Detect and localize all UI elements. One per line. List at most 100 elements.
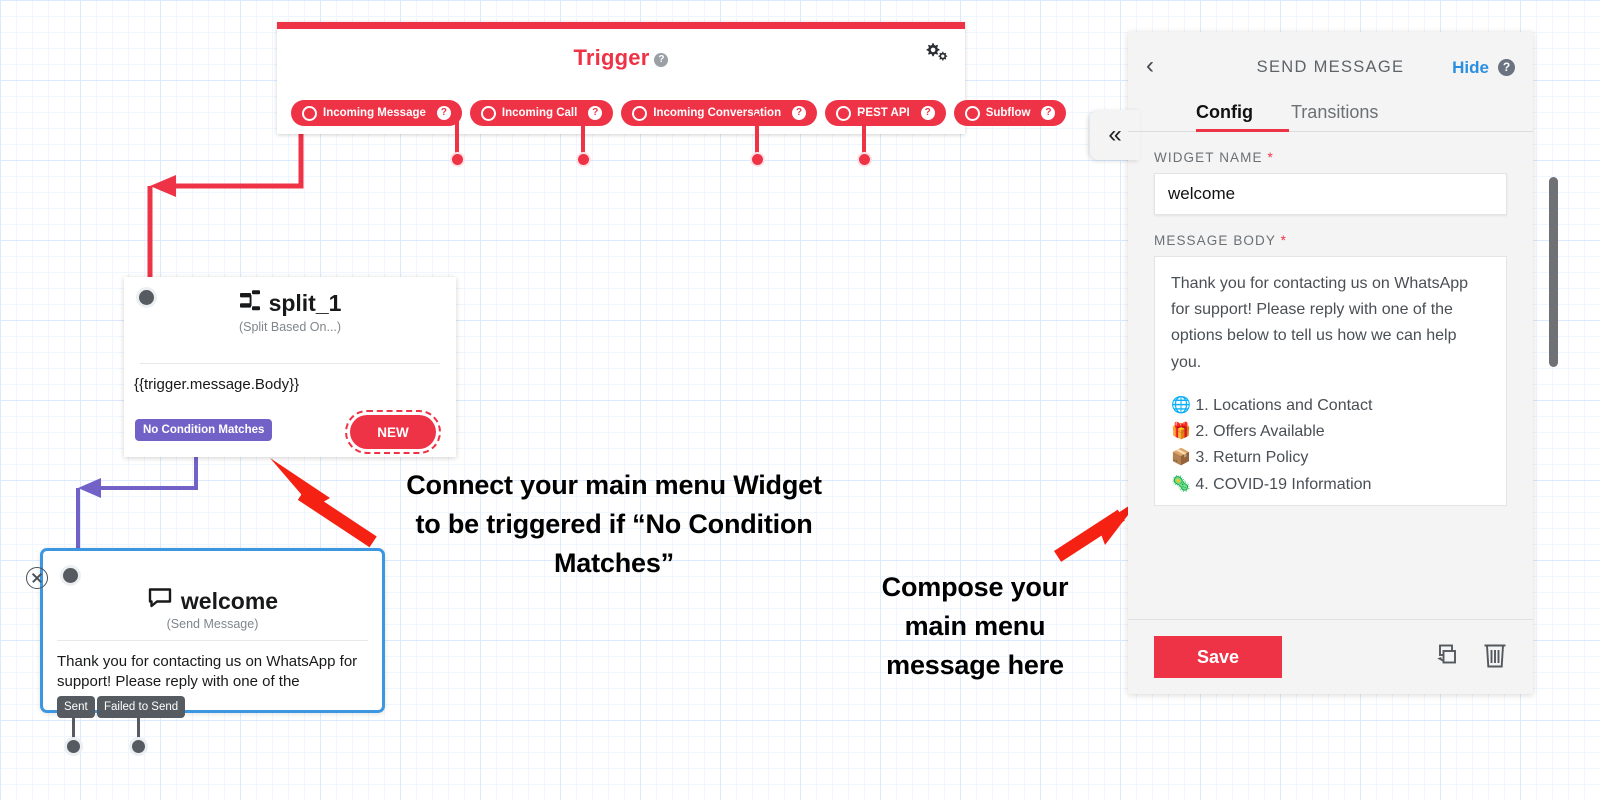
- hide-link[interactable]: Hide: [1452, 58, 1489, 77]
- welcome-widget-type: (Send Message): [166, 617, 259, 631]
- trash-icon[interactable]: [1479, 638, 1511, 677]
- panel-tabs: Config Transitions: [1128, 96, 1533, 132]
- welcome-widget-title: welcome: [43, 573, 382, 615]
- output-endpoint-failed-to-send[interactable]: [129, 737, 148, 756]
- no-condition-matches-chip[interactable]: No Condition Matches: [135, 419, 273, 441]
- message-body-option: 🎁 2. Offers Available: [1171, 419, 1490, 445]
- microbe-emoji: 🦠: [1171, 475, 1191, 493]
- annotation-compose-message: Compose your main menu message here: [881, 572, 1069, 680]
- circle-icon: [836, 105, 852, 121]
- new-transition-button[interactable]: NEW: [345, 410, 441, 454]
- circle-icon: [632, 105, 648, 121]
- output-stub-failed-to-send: [137, 717, 140, 743]
- trigger-pill-label: Subflow: [985, 107, 1031, 119]
- chat-bubble-icon: [147, 587, 173, 615]
- split-icon: [239, 289, 262, 318]
- trigger-pill-label: Incoming Call: [501, 107, 578, 119]
- connector-endpoint-subflow[interactable]: [857, 152, 872, 167]
- option-text: 1. Locations and Contact: [1195, 396, 1373, 414]
- save-button[interactable]: Save: [1154, 636, 1282, 678]
- connector-stub-incoming-call: [455, 114, 459, 156]
- required-marker: *: [1280, 233, 1287, 248]
- option-text: 4. COVID-19 Information: [1195, 475, 1372, 493]
- message-body-label: MESSAGE BODY *: [1154, 233, 1533, 248]
- tab-transitions[interactable]: Transitions: [1290, 102, 1379, 122]
- circle-icon: [302, 105, 317, 121]
- output-chip-failed-to-send[interactable]: Failed to Send: [97, 696, 186, 718]
- collapse-panel-button[interactable]: «: [1090, 110, 1140, 160]
- send-message-config-panel[interactable]: « ‹ SEND MESSAGE Hide ? Config Transitio…: [1090, 32, 1533, 694]
- panel-help-icon[interactable]: ?: [1498, 58, 1515, 76]
- package-emoji: 📦: [1171, 449, 1191, 467]
- message-body-label-text: MESSAGE BODY: [1154, 233, 1276, 248]
- widget-name-label-text: WIDGET NAME: [1154, 150, 1263, 165]
- trigger-pill-incoming-call[interactable]: Incoming Call ?: [469, 100, 614, 126]
- help-icon[interactable]: ?: [588, 106, 603, 120]
- panel-footer: Save: [1128, 619, 1533, 694]
- welcome-widget[interactable]: welcome (Send Message) Thank you for con…: [26, 548, 385, 713]
- circle-icon: [480, 105, 496, 121]
- message-body-option: 📦 3. Return Policy: [1171, 445, 1490, 471]
- connector-endpoint-incoming-call[interactable]: [450, 152, 465, 167]
- connector-endpoint-rest-api[interactable]: [750, 152, 765, 167]
- trigger-pill-incoming-message[interactable]: Incoming Message ?: [291, 100, 462, 126]
- message-body-option: 🌐 1. Locations and Contact: [1171, 393, 1490, 419]
- split-widget-header: split_1 (Split Based On...): [124, 277, 456, 355]
- circle-icon: [964, 105, 980, 121]
- tab-underline: [1128, 131, 1533, 132]
- trigger-title: Trigger?: [277, 29, 965, 71]
- trigger-pill-label: Incoming Conversation: [653, 107, 782, 119]
- output-stub-sent: [72, 717, 75, 743]
- split-widget-expression[interactable]: {{trigger.message.Body}}: [134, 376, 300, 393]
- close-circle-icon[interactable]: [26, 567, 48, 589]
- welcome-widget-body-preview: Thank you for contacting us on WhatsApp …: [57, 653, 358, 691]
- help-icon[interactable]: ?: [436, 106, 451, 120]
- gift-emoji: 🎁: [1171, 423, 1191, 441]
- split-widget-title: split_1: [124, 277, 456, 318]
- trigger-pill-list: Incoming Message ? Incoming Call ? Incom…: [277, 100, 1067, 126]
- trigger-pill-subflow[interactable]: Subflow ?: [953, 100, 1067, 126]
- globe-emoji: 🌐: [1171, 396, 1191, 414]
- message-body-textarea[interactable]: Thank you for contacting us on WhatsApp …: [1154, 256, 1507, 506]
- connector-stub-subflow: [862, 114, 866, 156]
- divider: [57, 640, 368, 641]
- divider: [140, 363, 440, 364]
- required-marker: *: [1267, 150, 1274, 165]
- connector-stub-rest-api: [755, 114, 759, 156]
- help-icon[interactable]: ?: [1041, 106, 1056, 120]
- welcome-widget-name: welcome: [180, 587, 279, 614]
- trigger-pill-label: REST API: [857, 107, 910, 119]
- split-widget-input-port[interactable]: [136, 287, 157, 308]
- panel-title: SEND MESSAGE: [1256, 58, 1405, 76]
- panel-header: ‹ SEND MESSAGE Hide ?: [1128, 32, 1533, 96]
- panel-scrollbar[interactable]: [1549, 177, 1558, 367]
- trigger-title-text: Trigger: [573, 45, 650, 70]
- trigger-widget[interactable]: Trigger? Incoming Message ? Incoming Cal…: [277, 22, 1067, 134]
- widget-name-input[interactable]: welcome: [1154, 173, 1507, 215]
- output-endpoint-sent[interactable]: [64, 737, 83, 756]
- annotation-connect-main-menu: Connect your main menu Widget to be trig…: [406, 470, 822, 578]
- message-body-paragraph: Thank you for contacting us on WhatsApp …: [1171, 275, 1469, 371]
- output-chip-sent[interactable]: Sent: [57, 696, 95, 718]
- tab-config[interactable]: Config: [1196, 102, 1253, 122]
- duplicate-icon[interactable]: [1431, 640, 1461, 675]
- trigger-pill-incoming-conversation[interactable]: Incoming Conversation ?: [621, 100, 818, 126]
- split-widget-name: split_1: [268, 290, 342, 316]
- widget-name-label: WIDGET NAME *: [1154, 150, 1533, 165]
- message-body-option: 🦠 4. COVID-19 Information: [1171, 472, 1490, 498]
- connector-endpoint-incoming-conversation[interactable]: [576, 152, 591, 167]
- trigger-help-icon[interactable]: ?: [654, 53, 669, 67]
- welcome-widget-input-port[interactable]: [60, 565, 81, 586]
- split-widget-type: (Split Based On...): [238, 320, 342, 334]
- help-icon[interactable]: ?: [920, 106, 935, 120]
- trigger-pill-rest-api[interactable]: REST API ?: [825, 100, 946, 126]
- option-text: 2. Offers Available: [1195, 423, 1325, 441]
- trigger-pill-label: Incoming Message: [323, 107, 426, 119]
- back-chevron-left-icon[interactable]: ‹: [1146, 52, 1154, 79]
- tab-active-indicator: [1196, 129, 1289, 132]
- connector-stub-incoming-conversation: [581, 114, 585, 156]
- spacer: [1171, 376, 1490, 393]
- help-icon[interactable]: ?: [792, 106, 807, 120]
- gears-icon[interactable]: [921, 37, 951, 67]
- option-text: 3. Return Policy: [1195, 449, 1309, 467]
